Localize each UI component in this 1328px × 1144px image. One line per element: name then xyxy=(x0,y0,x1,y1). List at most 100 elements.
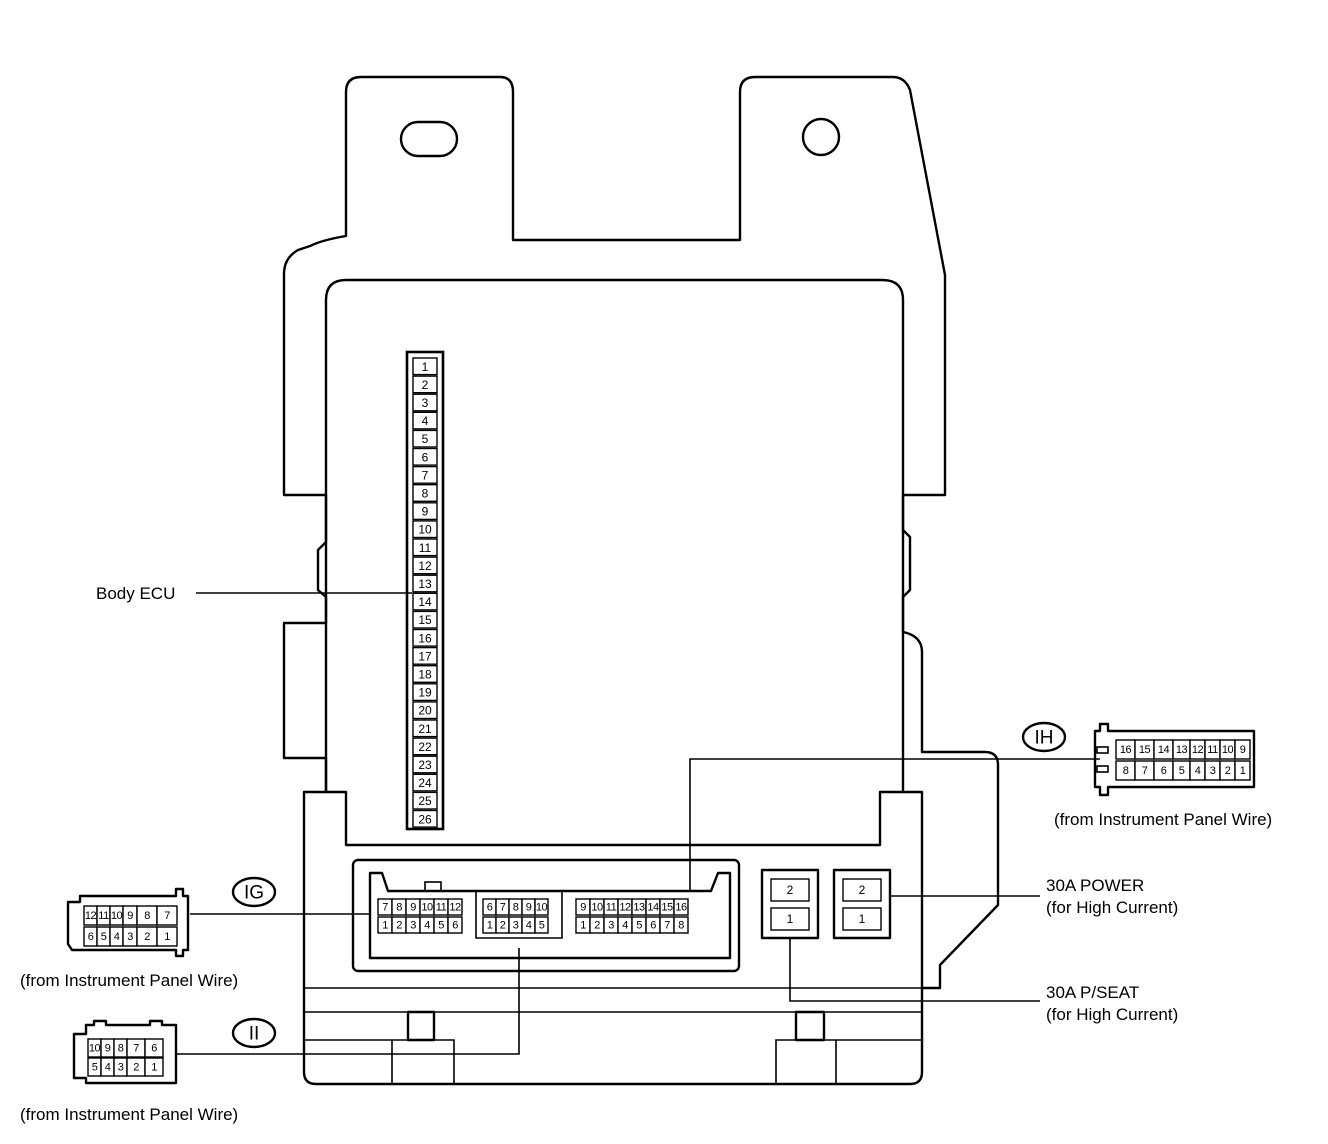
body-ecu-pin-20: 20 xyxy=(418,704,432,718)
plug-ig-pin-6: 6 xyxy=(88,931,94,943)
plug-ig-pin-7-cell xyxy=(156,905,178,926)
socket-ih-pin-15: 15 xyxy=(661,902,673,914)
bottom-connector-inner xyxy=(368,871,732,960)
pseat-sublabel: (for High Current) xyxy=(1046,1005,1178,1024)
plug-ig-pin-7: 7 xyxy=(164,910,170,922)
ih-plug-body xyxy=(1093,722,1256,797)
pseat-leader xyxy=(789,938,1040,1002)
body-ecu-pin-5: 5 xyxy=(422,432,429,446)
plug-ih-pin-15: 15 xyxy=(1139,744,1151,756)
plug-ii-pin-5: 5 xyxy=(92,1062,98,1074)
fuse-power: 2 1 xyxy=(832,868,892,940)
body-ecu-pin-23: 23 xyxy=(418,758,432,772)
body-ecu-pin-23-cell xyxy=(412,755,438,774)
body-ecu-pin-4: 4 xyxy=(422,414,429,428)
ii-code-badge xyxy=(231,1017,277,1049)
plug-ih-pin-9-cell xyxy=(1234,739,1251,760)
body-ecu-pin-19-cell xyxy=(412,683,438,702)
plug-ii-pin-1: 1 xyxy=(151,1062,157,1074)
body-ecu-pin-26: 26 xyxy=(418,812,432,826)
fuse-p-seat-pin-1: 1 xyxy=(787,912,794,926)
socket-ig-pin-6-cell xyxy=(447,916,463,934)
mounting-hole-round xyxy=(801,117,841,157)
body-ecu-pin-12: 12 xyxy=(418,559,432,573)
ih-code: IH xyxy=(1035,728,1054,749)
body-ecu-pin-17-cell xyxy=(412,646,438,665)
body-ecu-pin-20-cell xyxy=(412,701,438,720)
socket-ig-pin-3: 3 xyxy=(410,920,416,932)
lower-tab-right xyxy=(794,1010,826,1042)
socket-ii-pin-4: 4 xyxy=(526,920,532,932)
plug-ii-pin-6: 6 xyxy=(151,1043,157,1055)
plug-ig-pin-5: 5 xyxy=(101,931,107,943)
plug-ig-pin-10: 10 xyxy=(111,910,123,922)
body-ecu-pin-2: 2 xyxy=(422,378,429,392)
socket-ig-pin-12: 12 xyxy=(449,902,461,914)
body-ecu-pin-18-cell xyxy=(412,665,438,684)
socket-ig-pin-10: 10 xyxy=(421,902,433,914)
body-ecu-pin-8: 8 xyxy=(422,487,429,501)
body-ecu-pin-15-cell xyxy=(412,610,438,629)
body-ecu-pin-10: 10 xyxy=(418,523,432,537)
ih-plug-latch-2 xyxy=(1096,765,1109,773)
body-ecu-pin-3: 3 xyxy=(422,396,429,410)
plug-ig-pin-1-cell xyxy=(156,926,178,947)
plug-ih-pin-16: 16 xyxy=(1120,744,1132,756)
plug-ih-pin-13: 13 xyxy=(1176,744,1188,756)
body-ecu-pin-6-cell xyxy=(412,447,438,466)
socket-ih-pin-13: 13 xyxy=(633,902,645,914)
socket-ih-pin-9: 9 xyxy=(580,902,586,914)
ii-from-label: (from Instrument Panel Wire) xyxy=(20,1105,238,1124)
socket-ig-pin-2: 2 xyxy=(396,920,402,932)
power-label: 30A POWER xyxy=(1046,876,1144,895)
lower-box xyxy=(302,790,924,1086)
body-ecu-pin-4-cell xyxy=(412,411,438,430)
socket-ig-pin-8: 8 xyxy=(396,902,402,914)
socket-ii-bay xyxy=(475,891,563,939)
socket-ig-pin-7: 7 xyxy=(382,902,388,914)
socket-ih-pin-5: 5 xyxy=(636,920,642,932)
socket-ih-pin-4: 4 xyxy=(622,920,628,932)
fuse-p-seat: 2 1 xyxy=(760,868,820,940)
body-ecu-pin-9-cell xyxy=(412,502,438,521)
socket-ii-pin-2: 2 xyxy=(500,920,506,932)
ih-code-badge xyxy=(1021,721,1067,753)
body-ecu-pin-10-cell xyxy=(412,520,438,539)
ih-plug-latch-1 xyxy=(1096,746,1109,754)
plug-ig-pin-4: 4 xyxy=(114,931,120,943)
socket-ig-pin-6: 6 xyxy=(452,920,458,932)
socket-ig-pin-12-cell xyxy=(447,898,463,916)
socket-ii-pin-5-cell xyxy=(534,916,549,934)
socket-ii-pin-9: 9 xyxy=(526,902,532,914)
body-ecu-pin-21: 21 xyxy=(418,722,432,736)
body-ecu-pin-25: 25 xyxy=(418,794,432,808)
socket-ih-pin-1: 1 xyxy=(580,920,586,932)
plug-ih-pin-10: 10 xyxy=(1222,744,1234,756)
bottom-connector-key xyxy=(424,881,442,892)
socket-ih-pin-8-cell xyxy=(673,916,689,934)
socket-ii-pin-8: 8 xyxy=(513,902,519,914)
socket-ii-pin-1: 1 xyxy=(487,920,493,932)
body-ecu-pin-11: 11 xyxy=(419,541,432,555)
plug-ig-pin-11: 11 xyxy=(98,910,109,922)
socket-ih-pin-8: 8 xyxy=(678,920,684,932)
plug-ig-pin-9: 9 xyxy=(127,910,133,922)
ii-leader xyxy=(176,948,520,1055)
socket-ii-pin-10: 10 xyxy=(536,902,548,914)
body-ecu-pin-17: 17 xyxy=(418,649,432,663)
body-ecu-pin-16: 16 xyxy=(418,631,432,645)
body-ecu-pin-2-cell xyxy=(412,375,438,394)
body-ecu-pin-18: 18 xyxy=(418,668,432,682)
plug-ih-pin-5: 5 xyxy=(1179,765,1185,777)
body-ecu-pin-13: 13 xyxy=(418,577,432,591)
housing-left-edge xyxy=(282,92,348,792)
body-ecu-pin-16-cell xyxy=(412,628,438,647)
plug-ih-pin-8: 8 xyxy=(1123,765,1129,777)
body-ecu-pin-7: 7 xyxy=(422,468,429,482)
socket-ii-pin-6: 6 xyxy=(487,902,493,914)
plug-ig-pin-12: 12 xyxy=(85,910,97,922)
socket-ii-pin-5: 5 xyxy=(539,920,545,932)
ig-code: IG xyxy=(244,883,264,904)
body-ecu-pin-19: 19 xyxy=(418,686,432,700)
socket-ih-pin-16: 16 xyxy=(675,902,687,914)
